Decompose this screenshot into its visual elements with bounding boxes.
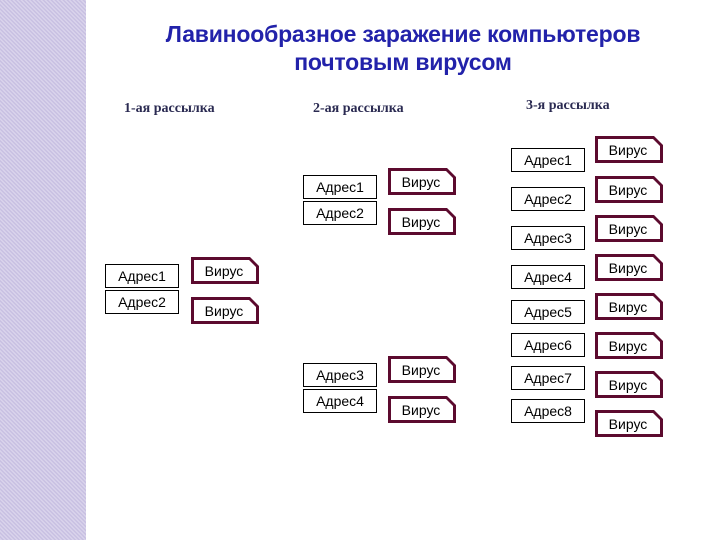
address-box-c3-4[interactable]: Адрес4	[511, 265, 585, 289]
virus-box-c3-5-label: Вирус	[598, 296, 660, 317]
address-box-c3-2[interactable]: Адрес2	[511, 187, 585, 211]
virus-box-c2-4[interactable]: Вирус	[388, 396, 456, 423]
page-title-line-2: почтовым вирусом	[294, 49, 512, 75]
address-box-c1-1[interactable]: Адрес1	[105, 264, 179, 288]
virus-box-c1-1-label: Вирус	[194, 260, 256, 281]
address-box-c3-8[interactable]: Адрес8	[511, 399, 585, 423]
address-box-c3-1[interactable]: Адрес1	[511, 148, 585, 172]
address-box-c3-3[interactable]: Адрес3	[511, 226, 585, 250]
virus-box-c2-2-label: Вирус	[391, 211, 453, 232]
address-box-c2-4[interactable]: Адрес4	[303, 389, 377, 413]
virus-box-c3-8-label: Вирус	[598, 413, 660, 434]
address-box-c3-7[interactable]: Адрес7	[511, 366, 585, 390]
address-box-c3-5[interactable]: Адрес5	[511, 300, 585, 324]
virus-box-c3-3[interactable]: Вирус	[595, 215, 663, 242]
virus-box-c2-3[interactable]: Вирус	[388, 356, 456, 383]
virus-box-c3-8[interactable]: Вирус	[595, 410, 663, 437]
address-box-c3-6[interactable]: Адрес6	[511, 333, 585, 357]
address-box-c2-1[interactable]: Адрес1	[303, 175, 377, 199]
column-header-mailing-1: 1-ая рассылка	[124, 101, 215, 116]
virus-box-c3-3-label: Вирус	[598, 218, 660, 239]
virus-box-c3-2-label: Вирус	[598, 179, 660, 200]
virus-box-c1-1[interactable]: Вирус	[191, 257, 259, 284]
page-title-line-1: Лавинообразное заражение компьютеров	[165, 21, 641, 47]
virus-box-c2-3-label: Вирус	[391, 359, 453, 380]
virus-box-c3-1[interactable]: Вирус	[595, 136, 663, 163]
address-box-c2-3[interactable]: Адрес3	[303, 363, 377, 387]
virus-box-c2-4-label: Вирус	[391, 399, 453, 420]
decorative-side-strip	[0, 0, 86, 540]
virus-box-c2-1[interactable]: Вирус	[388, 168, 456, 195]
address-box-c1-2[interactable]: Адрес2	[105, 290, 179, 314]
virus-box-c3-1-label: Вирус	[598, 139, 660, 160]
virus-box-c3-5[interactable]: Вирус	[595, 293, 663, 320]
virus-box-c2-1-label: Вирус	[391, 171, 453, 192]
virus-box-c3-6[interactable]: Вирус	[595, 332, 663, 359]
virus-box-c1-2[interactable]: Вирус	[191, 297, 259, 324]
column-header-mailing-3: 3-я рассылка	[526, 98, 610, 113]
virus-box-c3-7[interactable]: Вирус	[595, 371, 663, 398]
virus-box-c1-2-label: Вирус	[194, 300, 256, 321]
virus-box-c3-7-label: Вирус	[598, 374, 660, 395]
virus-box-c2-2[interactable]: Вирус	[388, 208, 456, 235]
virus-box-c3-2[interactable]: Вирус	[595, 176, 663, 203]
virus-box-c3-6-label: Вирус	[598, 335, 660, 356]
virus-box-c3-4-label: Вирус	[598, 257, 660, 278]
address-box-c2-2[interactable]: Адрес2	[303, 201, 377, 225]
virus-box-c3-4[interactable]: Вирус	[595, 254, 663, 281]
column-header-mailing-2: 2-ая рассылка	[313, 101, 404, 116]
page-title: Лавинообразное заражение компьютеров поч…	[96, 20, 710, 76]
